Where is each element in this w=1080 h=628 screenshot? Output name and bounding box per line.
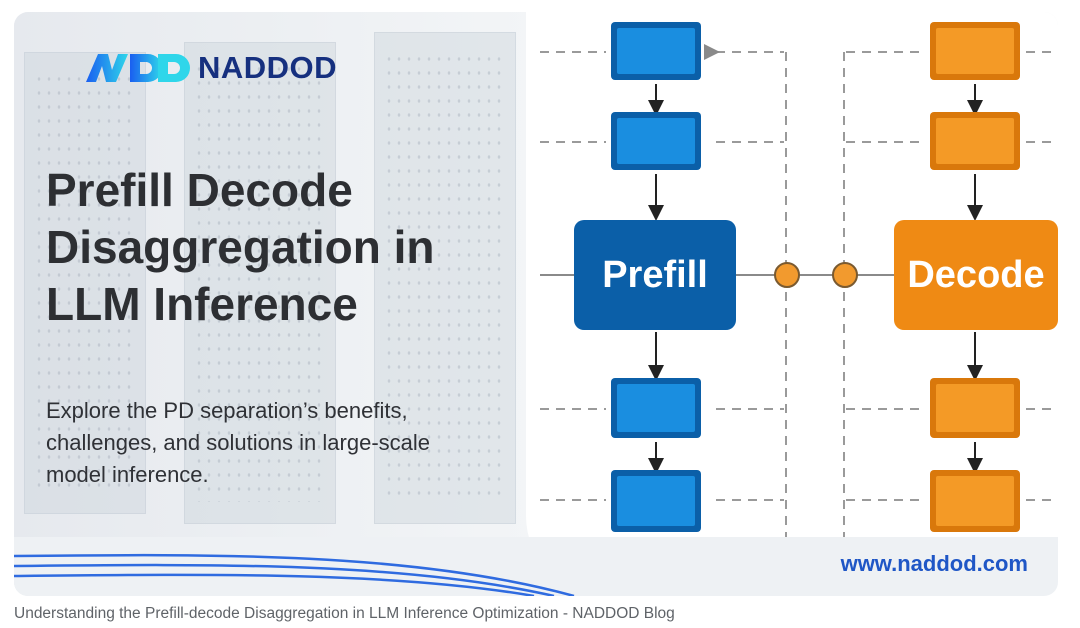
- decode-box: [894, 220, 1058, 330]
- banner-title: Prefill Decode Disaggregation in LLM Inf…: [46, 162, 526, 333]
- connector-node: [774, 262, 800, 288]
- website-link[interactable]: www.naddod.com: [840, 551, 1028, 576]
- server-rack-lights: [34, 72, 134, 492]
- prefill-label: Prefill: [602, 254, 708, 296]
- prefill-box: [574, 220, 736, 330]
- naddod-logo[interactable]: NADDOD: [84, 48, 337, 88]
- server-rack-lights: [384, 52, 504, 502]
- prefill-worker-boxes: [611, 22, 701, 532]
- image-caption: Understanding the Prefill-decode Disaggr…: [14, 605, 675, 622]
- server-rack: [184, 42, 336, 524]
- server-rack: [24, 52, 146, 514]
- server-rack-lights: [194, 62, 324, 502]
- subtitle-line: challenges, and solutions in large-scale: [46, 430, 431, 455]
- subtitle-line: model inference.: [46, 462, 209, 487]
- title-line: Prefill Decode: [46, 164, 353, 216]
- decode-worker-boxes: [930, 22, 1020, 532]
- decode-label: Decode: [907, 254, 1044, 296]
- subtitle-line: Explore the PD separation’s benefits,: [46, 398, 408, 423]
- connector-node: [832, 262, 858, 288]
- title-line: LLM Inference: [46, 278, 358, 330]
- brand-name: NADDOD: [198, 50, 338, 85]
- server-rack: [374, 32, 516, 524]
- article-banner[interactable]: NADDOD Prefill Decode Disaggregation in …: [14, 12, 1058, 596]
- decorative-lines: [14, 553, 575, 596]
- banner-subtitle: Explore the PD separation’s benefits, ch…: [46, 395, 516, 491]
- naddod-logo-mark-icon: [86, 54, 190, 82]
- datacenter-background: [14, 12, 534, 596]
- title-line: Disaggregation in: [46, 221, 435, 273]
- pd-diagram: Prefill Decode: [540, 22, 1058, 537]
